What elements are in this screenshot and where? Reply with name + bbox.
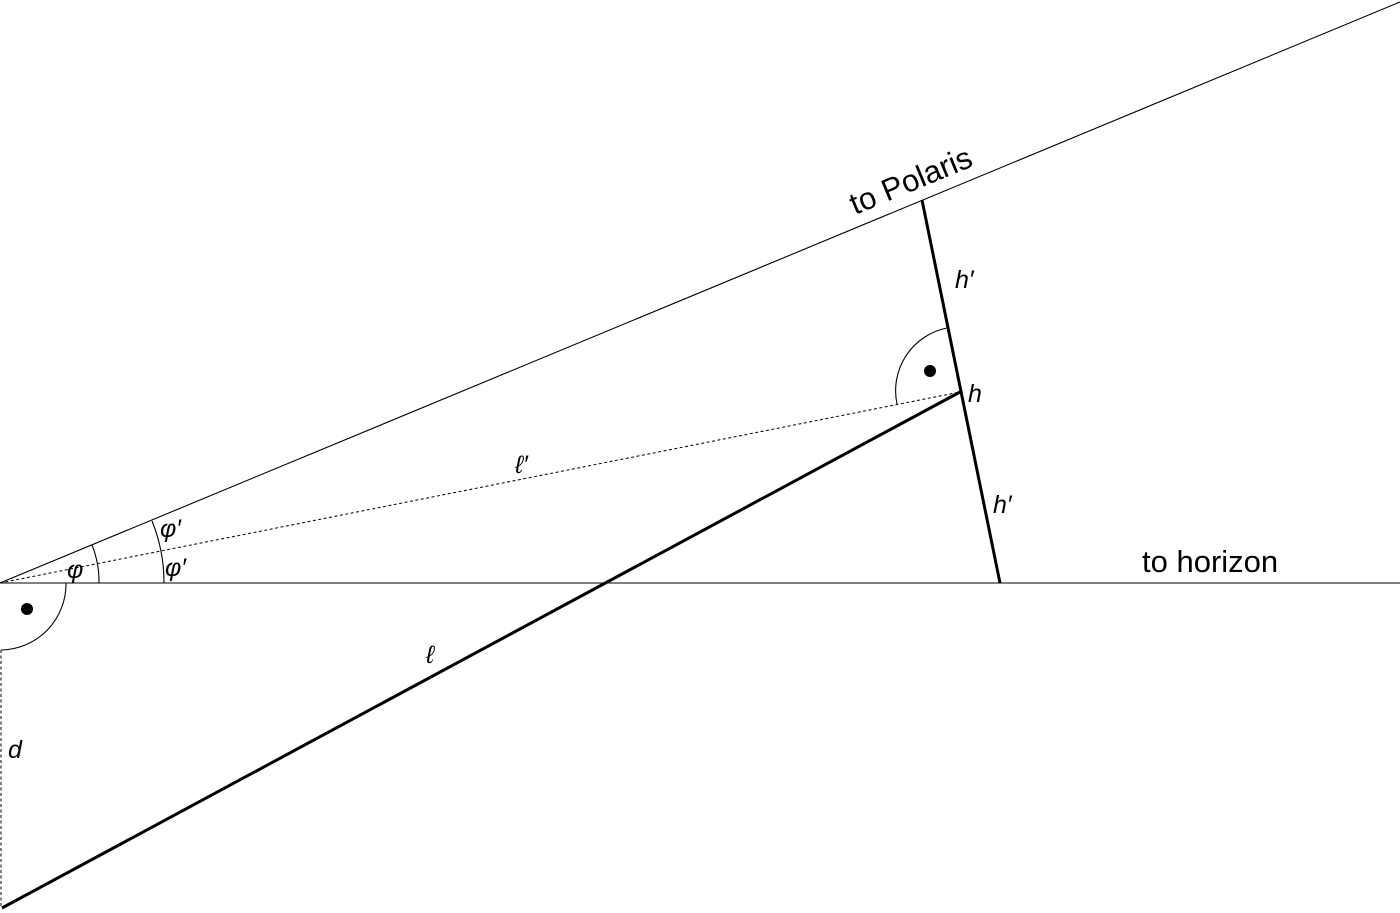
ell-prime-dashed-line	[0, 391, 961, 584]
phi-prime-upper-label: φ′	[160, 515, 182, 543]
ell-prime-label: ℓ′	[514, 451, 529, 479]
ell-label: ℓ	[425, 641, 435, 669]
h-prime-upper-label: h′	[955, 266, 975, 294]
phi-arc	[91, 544, 100, 584]
phi-prime-arc	[151, 520, 165, 584]
h-prime-lower-label: h′	[993, 491, 1013, 519]
d-label: d	[8, 736, 23, 764]
phi-prime-lower-label: φ′	[165, 554, 187, 582]
to-polaris-label: to Polaris	[844, 140, 977, 222]
right-angle-arc-h	[895, 327, 948, 405]
to-horizon-label: to horizon	[1142, 544, 1278, 579]
gnomon-line	[920, 199, 1002, 584]
polaris-line	[0, 1, 1400, 584]
h-label: h	[968, 380, 982, 408]
right-angle-arc-origin	[0, 582, 67, 651]
right-angle-dot-h	[924, 365, 936, 377]
ell-line	[1, 390, 961, 910]
phi-label: φ	[67, 556, 83, 584]
right-angle-dot-origin	[21, 603, 33, 615]
